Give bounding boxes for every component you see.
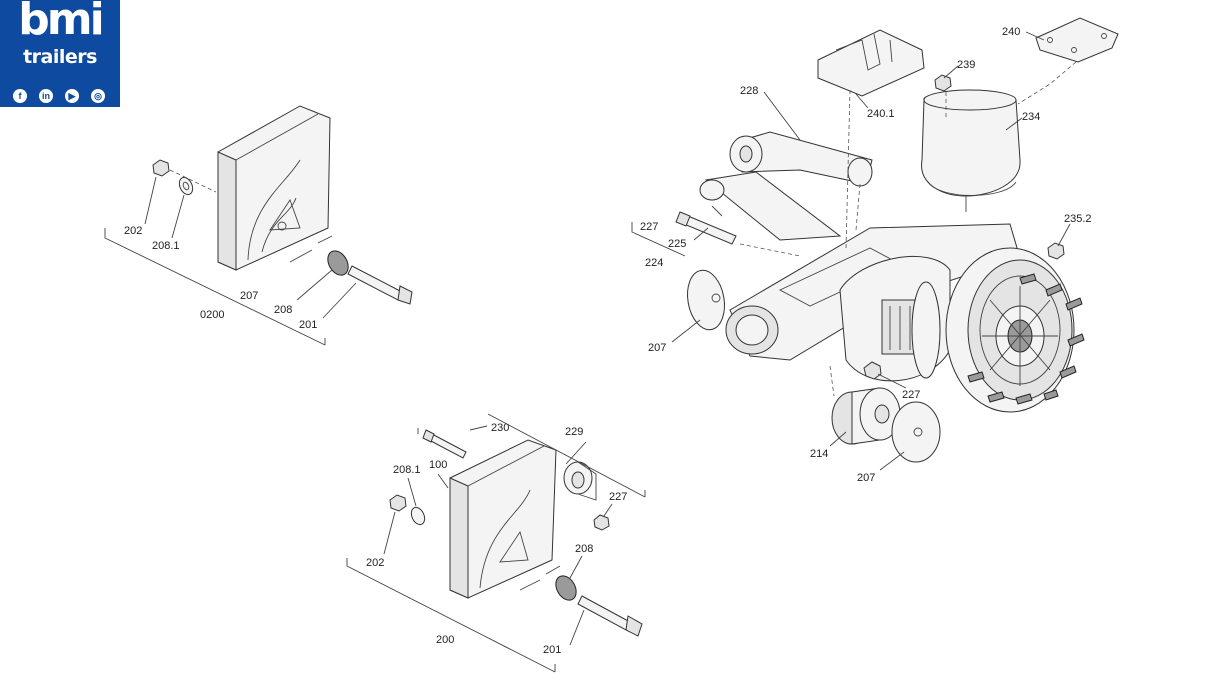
bolt-part <box>577 595 631 631</box>
label-227: 227 <box>902 389 920 401</box>
label-207: 207 <box>857 472 875 484</box>
label-208-1: 208.1 <box>152 240 180 252</box>
label-208: 208 <box>575 543 593 555</box>
label-228: 228 <box>740 85 758 97</box>
label-240-1: 240.1 <box>867 108 895 120</box>
label-100: 100 <box>429 459 447 471</box>
nut-part <box>593 514 610 531</box>
bmi-trailers-logo: bmi trailers f in ▶ ◎ <box>0 0 120 107</box>
logo-trailers-text: trailers <box>23 46 97 68</box>
washer-part <box>410 506 426 526</box>
nut-part <box>389 494 407 512</box>
nut-part <box>934 74 952 92</box>
label-207: 207 <box>240 290 258 302</box>
label-227: 227 <box>640 221 658 233</box>
washer-part <box>178 176 194 196</box>
label-0200: 0200 <box>200 309 224 321</box>
bracket-240-1-part <box>817 29 925 97</box>
assembly-0200: 202 208.1 207 0200 208 201 <box>104 105 413 346</box>
nut-part <box>152 159 170 177</box>
bolt-part <box>428 433 467 459</box>
label-225: 225 <box>668 238 686 250</box>
bolt-part <box>347 265 403 301</box>
label-202: 202 <box>366 557 384 569</box>
label-201: 201 <box>299 319 317 331</box>
linkedin-icon[interactable]: in <box>39 89 53 103</box>
label-227: 227 <box>609 491 627 503</box>
label-214: 214 <box>810 448 828 460</box>
assembly-200: 230 229 208.1 100 227 202 208 200 201 <box>346 413 646 673</box>
label-240: 240 <box>1002 26 1020 38</box>
instagram-icon[interactable]: ◎ <box>91 89 105 103</box>
eccentric-disc-part <box>891 401 941 463</box>
nut-part <box>1047 242 1065 260</box>
nut-part <box>863 361 882 380</box>
label-239: 239 <box>957 59 975 71</box>
label-229: 229 <box>565 426 583 438</box>
label-235-2: 235.2 <box>1064 213 1092 225</box>
wheel-studs <box>967 273 1085 405</box>
plate-240-part <box>1035 17 1119 63</box>
label-230: 230 <box>491 422 509 434</box>
logo-bmi-text: bmi <box>18 0 104 45</box>
social-icons: f in ▶ ◎ <box>13 89 105 103</box>
youtube-icon[interactable]: ▶ <box>65 89 79 103</box>
facebook-icon[interactable]: f <box>13 89 27 103</box>
label-202: 202 <box>124 225 142 237</box>
eccentric-washer-part <box>555 575 577 601</box>
eccentric-disc-part <box>687 269 725 331</box>
label-234: 234 <box>1022 111 1040 123</box>
suspension-axle-assembly: 240 239 240.1 228 234 235.2 227 225 224 … <box>631 17 1119 484</box>
label-208: 208 <box>274 304 292 316</box>
eccentric-washer-part <box>327 250 349 276</box>
label-224: 224 <box>645 257 663 269</box>
bolt-part <box>683 215 737 245</box>
label-201: 201 <box>543 644 561 656</box>
label-200: 200 <box>436 634 454 646</box>
label-207: 207 <box>648 342 666 354</box>
label-208-1: 208.1 <box>393 464 421 476</box>
